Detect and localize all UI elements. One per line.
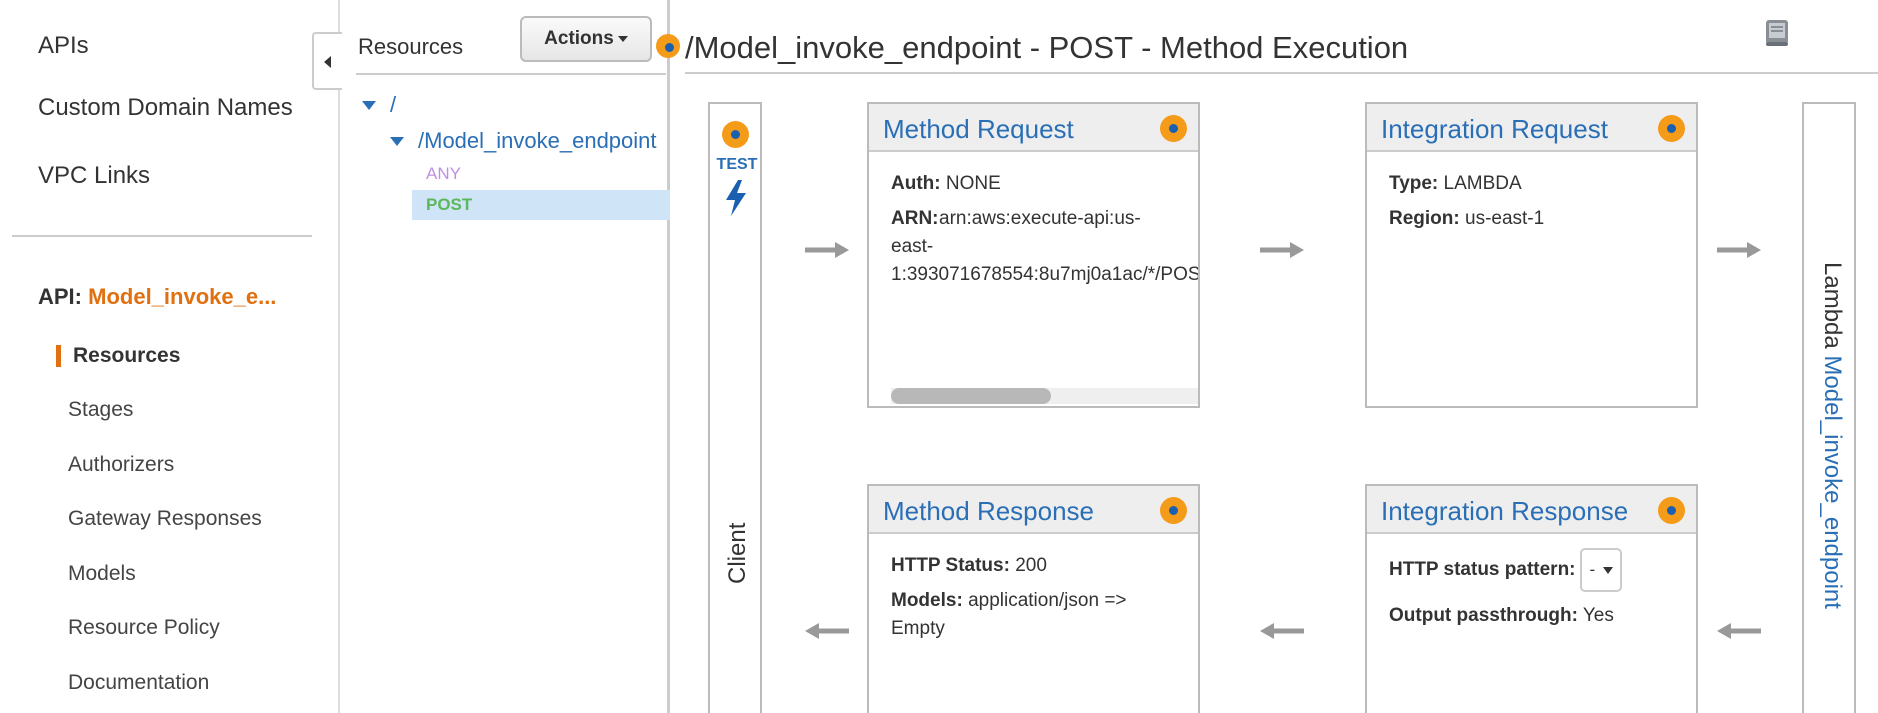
book-icon[interactable] xyxy=(1760,16,1794,55)
resources-panel: Resources Actions / /Model_invoke_endpoi… xyxy=(342,0,670,713)
tree-item-resource[interactable]: /Model_invoke_endpoint xyxy=(418,128,657,153)
passthrough-value: Yes xyxy=(1582,605,1614,626)
method-request-link[interactable]: Method Request xyxy=(883,114,1074,144)
arrow-right-icon xyxy=(1260,242,1304,258)
arrow-right-icon xyxy=(805,242,849,258)
tree-method-post-row[interactable]: POST xyxy=(412,190,670,220)
integration-request-link[interactable]: Integration Request xyxy=(1381,114,1608,144)
caret-down-icon xyxy=(617,35,628,42)
http-status-label: HTTP Status: xyxy=(891,555,1010,576)
collapse-left-icon xyxy=(324,56,331,68)
integration-request-header: Integration Request xyxy=(1367,104,1696,152)
title-divider xyxy=(685,72,1878,74)
actions-dropdown-button[interactable]: Actions xyxy=(520,16,652,62)
resources-divider xyxy=(356,73,666,75)
type-label: Type: xyxy=(1389,173,1439,194)
nav-item-resources[interactable]: Resources xyxy=(73,344,181,367)
page-title: /Model_invoke_endpoint - POST - Method E… xyxy=(685,30,1409,65)
arrow-left-icon xyxy=(1260,623,1304,639)
integration-response-box: Integration Response HTTP status pattern… xyxy=(1365,484,1698,713)
tree-item-root[interactable]: / xyxy=(390,92,397,117)
http-status-value: 200 xyxy=(1015,555,1047,576)
resources-panel-title: Resources xyxy=(358,34,464,59)
nav-item-authorizers[interactable]: Authorizers xyxy=(68,453,175,476)
client-column: TEST Client xyxy=(708,102,762,713)
collapse-nav-button[interactable] xyxy=(312,32,342,90)
api-heading: API: Model_invoke_e... xyxy=(38,284,276,310)
nav-item-documentation[interactable]: Documentation xyxy=(68,671,210,694)
integration-response-header: Integration Response xyxy=(1367,486,1696,534)
scrollbar-thumb[interactable] xyxy=(891,388,1051,404)
region-label: Region: xyxy=(1389,208,1460,229)
info-dot-icon[interactable] xyxy=(1160,115,1187,142)
method-request-body: Auth: NONE ARN: arn:aws:execute-api:us-e… xyxy=(869,152,1198,289)
lightning-bolt-icon[interactable] xyxy=(724,180,748,221)
method-response-body: HTTP Status: 200 Models: application/jso… xyxy=(869,534,1198,643)
resize-dot-icon xyxy=(656,34,680,58)
client-label: Client xyxy=(724,522,751,584)
models-label: Models: xyxy=(891,590,963,611)
models-value: application/json => xyxy=(968,590,1127,611)
left-navigation: APIs Custom Domain Names VPC Links API: … xyxy=(0,0,342,713)
api-prefix: API: xyxy=(38,284,82,309)
tree-expand-icon[interactable] xyxy=(362,101,376,110)
status-pattern-select[interactable]: - xyxy=(1579,548,1622,592)
nav-divider xyxy=(12,235,312,237)
integration-response-body: HTTP status pattern:- Output passthrough… xyxy=(1367,534,1696,630)
passthrough-label: Output passthrough: xyxy=(1389,605,1578,626)
api-name[interactable]: Model_invoke_e... xyxy=(88,284,277,309)
nav-item-gateway-responses[interactable]: Gateway Responses xyxy=(68,507,262,530)
arrow-left-icon xyxy=(805,623,849,639)
lambda-prefix: Lambda xyxy=(1819,262,1846,349)
integration-request-body: Type: LAMBDA Region: us-east-1 xyxy=(1367,152,1696,233)
arn-label: ARN: xyxy=(891,208,939,229)
tree-method-any[interactable]: ANY xyxy=(426,164,461,183)
method-request-header: Method Request xyxy=(869,104,1198,152)
arn-value: arn:aws:execute-api:us-east-1:3930716785… xyxy=(891,208,1200,285)
lambda-column: Lambda Model_invoke_endpoint xyxy=(1802,102,1856,713)
info-dot-icon[interactable] xyxy=(1160,497,1187,524)
nav-item-stages[interactable]: Stages xyxy=(68,398,134,421)
arrow-right-icon xyxy=(1717,242,1761,258)
nav-item-vpc-links[interactable]: VPC Links xyxy=(38,162,151,189)
info-dot-icon[interactable] xyxy=(1658,115,1685,142)
auth-label: Auth: xyxy=(891,173,941,194)
test-button[interactable]: TEST xyxy=(716,156,758,173)
horizontal-scrollbar[interactable] xyxy=(891,388,1198,404)
info-dot-icon[interactable] xyxy=(1658,497,1685,524)
models-value-2: Empty xyxy=(891,618,945,639)
arrow-left-icon xyxy=(1717,623,1761,639)
status-pattern-value: - xyxy=(1589,560,1596,579)
panel-resize-handle[interactable] xyxy=(656,34,680,58)
auth-value: NONE xyxy=(945,173,1001,194)
method-response-box: Method Response HTTP Status: 200 Models:… xyxy=(867,484,1200,713)
method-response-header: Method Response xyxy=(869,486,1198,534)
region-value: us-east-1 xyxy=(1465,208,1545,229)
type-value: LAMBDA xyxy=(1443,173,1522,194)
status-pattern-label: HTTP status pattern: xyxy=(1389,559,1576,581)
tree-expand-icon[interactable] xyxy=(390,137,404,146)
actions-label: Actions xyxy=(544,28,614,49)
active-indicator xyxy=(56,345,61,367)
tree-method-post[interactable]: POST xyxy=(426,195,473,214)
nav-item-apis[interactable]: APIs xyxy=(38,32,89,59)
nav-item-resource-policy[interactable]: Resource Policy xyxy=(68,616,220,639)
method-request-box: Method Request Auth: NONE ARN: arn:aws:e… xyxy=(867,102,1200,408)
caret-down-icon xyxy=(1602,567,1613,574)
lambda-label: Lambda Model_invoke_endpoint xyxy=(1818,262,1846,609)
lambda-function-link[interactable]: Model_invoke_endpoint xyxy=(1819,355,1846,609)
nav-item-models[interactable]: Models xyxy=(68,562,136,585)
method-response-link[interactable]: Method Response xyxy=(883,496,1095,526)
integration-request-box: Integration Request Type: LAMBDA Region:… xyxy=(1365,102,1698,408)
info-dot-icon xyxy=(722,121,749,148)
nav-item-custom-domain-names[interactable]: Custom Domain Names xyxy=(38,94,293,121)
client-help-dot[interactable] xyxy=(722,121,749,148)
integration-response-link[interactable]: Integration Response xyxy=(1381,496,1629,526)
